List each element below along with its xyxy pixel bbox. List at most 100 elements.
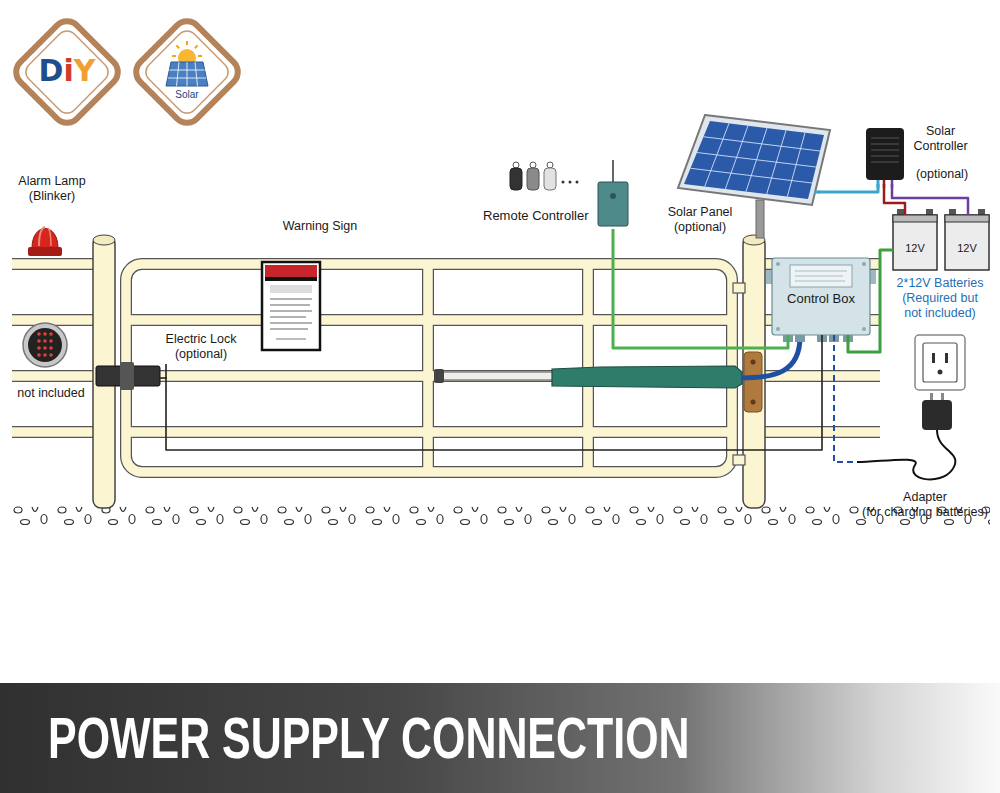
battery-pack: 2*12V Batteries (Required but not includ… (886, 208, 994, 323)
keypad-icon (23, 323, 67, 367)
battery-wire (892, 184, 968, 215)
label-letter: r (195, 89, 198, 100)
adapter-icon (857, 393, 955, 479)
control-box-housing (795, 335, 805, 342)
solar-logo-icon (198, 55, 202, 57)
remote-wire (613, 229, 788, 348)
node-label: Solar Panel (optional) (660, 205, 740, 235)
remote-fobs (547, 162, 553, 168)
battery-icon (978, 209, 985, 215)
alarm-lamp-icon (28, 247, 62, 256)
node-label: Adapter (855, 490, 995, 505)
label-letter: a (190, 89, 196, 100)
solar-controller-icon (871, 150, 899, 151)
keypad: not included (8, 386, 94, 403)
solar-logo-icon (172, 55, 176, 57)
label-letter: Y (74, 53, 96, 88)
ground-pebbles (10, 502, 990, 528)
wall-outlet (923, 343, 957, 382)
warning-sign-icon (270, 316, 306, 317)
fence-rail (12, 264, 93, 432)
remote-fobs (527, 168, 539, 190)
battery-icon (949, 209, 956, 215)
node-label: Remote Controller (483, 208, 608, 223)
solar-controller-icon (866, 128, 904, 180)
control-box-housing (795, 281, 845, 282)
node-label: Control Box (772, 291, 870, 306)
node-label: (optional) (912, 167, 972, 182)
battery-icon (893, 209, 989, 270)
remote-receiver (610, 193, 616, 199)
control-box-housing (772, 258, 870, 335)
control-box-housing (862, 262, 866, 266)
alarm-lamp: Alarm Lamp (Blinker) (7, 174, 97, 206)
solar-logo-icon (168, 78, 207, 79)
control-box-housing (776, 327, 780, 331)
warning-sign-icon (270, 285, 312, 293)
electric-lock: Electric Lock (optional) (160, 332, 242, 364)
solar-panel-icon (678, 115, 830, 238)
warning-sign-icon (270, 328, 308, 329)
node-label: Warning Sign (270, 219, 370, 234)
remote-receiver (612, 160, 614, 182)
battery-icon (945, 215, 989, 222)
charging-adapter: Adapter(for charging batteries) (855, 396, 995, 522)
solar-logo-icon (187, 62, 188, 86)
adapter-icon (941, 393, 944, 401)
control-box-housing (795, 276, 843, 277)
alarm-lamp-icon (48, 228, 51, 246)
logo-badge (10, 15, 123, 128)
warning-sign-icon (270, 298, 312, 299)
solar-logo-icon (169, 70, 204, 71)
remote-fobs (510, 168, 522, 190)
warning-sign-icon (270, 322, 312, 323)
solar-panel-icon (691, 123, 821, 196)
electric-lock-icon (96, 362, 167, 390)
keypad-icon (37, 339, 41, 343)
logo-badge (142, 27, 233, 118)
battery-icon (893, 215, 937, 270)
adapter-icon (930, 393, 933, 401)
node-label: Electric Lock (optional) (160, 332, 242, 362)
solar-logo-icon (166, 62, 208, 86)
battery-icon (897, 209, 904, 215)
fence-rail (12, 264, 93, 432)
remote-fobs (513, 162, 519, 168)
remote-receiver (598, 182, 628, 226)
control-box-housing (790, 265, 852, 287)
keypad-icon (43, 332, 47, 336)
node-label: 12V (945, 241, 989, 256)
remote-fobs (569, 181, 572, 184)
logo-badge (22, 27, 113, 118)
node-label: 2*12V Batteries (Required but not includ… (895, 276, 985, 321)
logo-text: DiY (17, 53, 117, 89)
keypad-icon (37, 346, 41, 350)
keypad-icon (37, 332, 53, 357)
warning-sign-icon (262, 262, 320, 350)
logo-caption: Solar (162, 89, 212, 101)
keypad-icon (43, 339, 47, 343)
remote-fobs (530, 162, 536, 168)
lock-wire (166, 335, 822, 450)
logo-badge (130, 15, 243, 128)
node-label: not included (8, 386, 94, 401)
solar-panel-wire (818, 184, 878, 192)
warning-sign-icon (270, 310, 312, 311)
solar-controller-icon (866, 128, 904, 188)
keypad-icon (49, 339, 53, 343)
node-label: 12V (893, 241, 937, 256)
solar-panel-icon (678, 115, 830, 205)
linear-actuator (438, 372, 555, 380)
fence-post (743, 236, 765, 508)
solar-panel-icon (684, 121, 824, 199)
solar-controller-icon (871, 144, 899, 145)
wall-outlet (945, 353, 948, 363)
label-letter: o (182, 89, 188, 100)
battery-icon (945, 215, 989, 270)
remote-fobs (576, 181, 579, 184)
wall-outlet (915, 335, 965, 390)
solar-controller: Solar Controller(optional) (862, 120, 977, 184)
control-box-housing (795, 271, 847, 272)
keypad-icon (37, 353, 41, 357)
